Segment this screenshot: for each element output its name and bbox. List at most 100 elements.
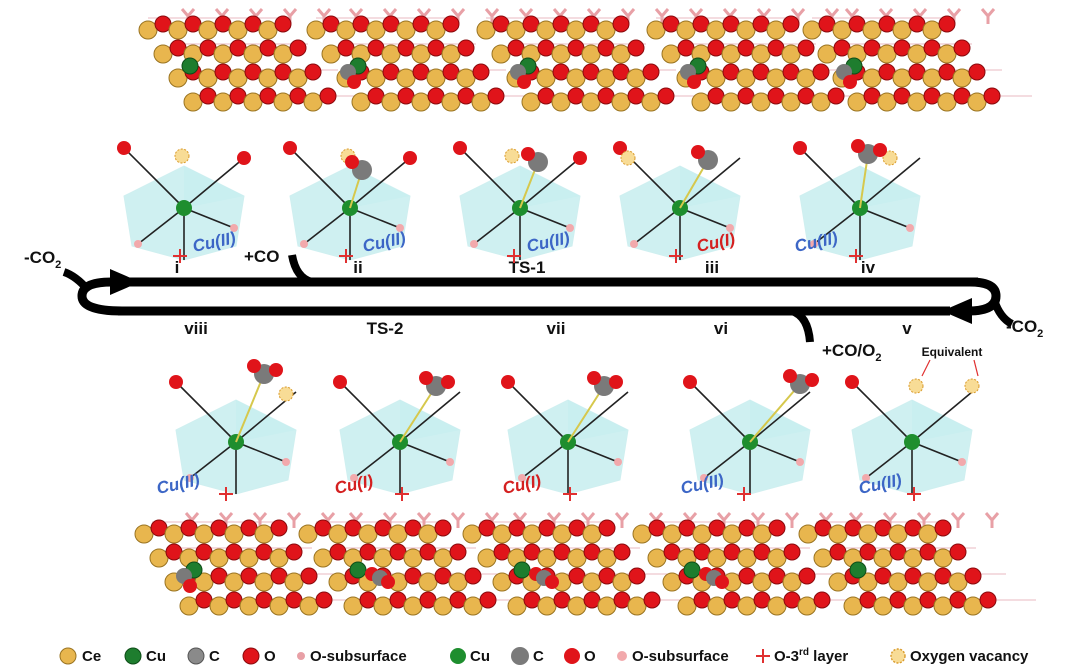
- ce-atom: [736, 20, 756, 40]
- ce-atom: [306, 20, 326, 40]
- ce-atom: [722, 524, 742, 544]
- polyhedron-face: [912, 400, 972, 442]
- ce-atom: [209, 596, 229, 616]
- cu-ball: [176, 200, 192, 216]
- ce-atom: [258, 68, 278, 88]
- o-atom-adsorbed: [715, 575, 729, 589]
- state-label-ts1: TS-1: [509, 258, 546, 277]
- ce-atom: [153, 44, 173, 64]
- subsurface-bond: [750, 512, 760, 521]
- subsurface-bond: [784, 512, 794, 521]
- subsurface-bond: [850, 8, 860, 17]
- ce-atom: [366, 20, 386, 40]
- ce-atom: [209, 548, 229, 568]
- ce-atom: [396, 68, 416, 88]
- cu-atom: [181, 57, 199, 75]
- o-subsurface-ball: [470, 240, 478, 248]
- ce-atom: [418, 524, 438, 544]
- subsurface-bond: [518, 512, 528, 521]
- o-subsurface-ball: [282, 458, 290, 466]
- cu-o-bond: [339, 381, 401, 443]
- ce-atom: [752, 524, 772, 544]
- ce-atom: [892, 20, 912, 40]
- o-atom: [797, 39, 815, 57]
- ce-atom: [612, 572, 632, 592]
- cu-o-bond: [519, 157, 581, 209]
- state-labels-top: i ii TS-1 iii iv: [175, 258, 876, 277]
- subsurface-bond: [224, 512, 234, 521]
- cu-o-bond: [679, 207, 731, 229]
- cu-o-bond: [633, 207, 681, 245]
- ce-atom: [358, 524, 378, 544]
- ce-atom: [552, 524, 572, 544]
- subsurface-bond: [546, 512, 556, 521]
- ce-atom: [937, 92, 957, 112]
- equivalent-pointer-left: [921, 359, 931, 377]
- o-atom: [783, 543, 801, 561]
- ce-atom: [692, 524, 712, 544]
- ce-atom: [767, 548, 787, 568]
- left-co2-release: [62, 268, 92, 293]
- o-ball-icon: [564, 648, 580, 664]
- subsurface-bond: [586, 8, 596, 17]
- o-atom: [938, 15, 956, 33]
- ce-atom: [269, 548, 289, 568]
- ce-atom: [626, 68, 646, 88]
- o-atom: [464, 567, 482, 585]
- cu-o-bond: [911, 391, 973, 443]
- cu-o-bond: [865, 441, 913, 479]
- legend-ce-label: Ce: [82, 648, 101, 665]
- o-subsurface-ball: [958, 458, 966, 466]
- ce-atom: [537, 596, 557, 616]
- subsurface-bond: [614, 512, 624, 521]
- subsurface-bond: [322, 8, 332, 17]
- subsurface-bond: [382, 512, 392, 521]
- o-subsurface-ball: [810, 240, 818, 248]
- ce-atom: [273, 92, 293, 112]
- ce-atom: [632, 524, 652, 544]
- oxidation-state-label: Cu(I): [501, 471, 543, 498]
- subsurface-bond: [252, 512, 262, 521]
- o-subsurface-ball: [630, 240, 638, 248]
- cluster-view-bottom-3: Cu(II): [679, 369, 819, 501]
- o-atom: [285, 543, 303, 561]
- subsurface-bond: [620, 512, 630, 521]
- ce-atom: [321, 44, 341, 64]
- o-ball-adsorbed: [691, 145, 705, 159]
- co-entry-hook: [288, 254, 314, 286]
- o-atom: [434, 519, 452, 537]
- ce-atom: [213, 92, 233, 112]
- ce-atom: [862, 68, 882, 88]
- o-atom: [798, 567, 816, 585]
- ce-atom: [403, 596, 423, 616]
- ce-atom: [336, 20, 356, 40]
- ce-atom: [691, 92, 711, 112]
- ce-atom: [862, 20, 882, 40]
- o-ball-adsorbed: [419, 371, 433, 385]
- ce-atom: [737, 596, 757, 616]
- cluster-view-top-3: Cu(I): [613, 141, 741, 263]
- ce-atom: [269, 596, 289, 616]
- subsurface-bond: [456, 8, 466, 17]
- subsurface-bond: [916, 512, 926, 521]
- ce-atom: [366, 68, 386, 88]
- o-atom: [964, 567, 982, 585]
- ce-atom: [627, 596, 647, 616]
- ce-atom: [888, 524, 908, 544]
- subsurface-bond: [888, 512, 898, 521]
- subsurface-bond: [326, 512, 336, 521]
- cu-o-bond: [399, 391, 461, 443]
- oxygen-vacancy: [882, 150, 898, 166]
- ce-atom: [877, 92, 897, 112]
- cu-o-bond: [175, 381, 237, 443]
- subsurface-bond: [348, 8, 358, 17]
- cu-c-bond: [399, 385, 437, 443]
- subsurface-bond: [288, 8, 298, 17]
- subsurface-bond: [986, 8, 996, 17]
- ce-atom: [522, 524, 542, 544]
- ce-atom: [611, 92, 631, 112]
- right-arrowhead: [942, 298, 972, 324]
- co-o2-add-label: +CO/O2: [822, 341, 882, 364]
- ce-atom: [797, 596, 817, 616]
